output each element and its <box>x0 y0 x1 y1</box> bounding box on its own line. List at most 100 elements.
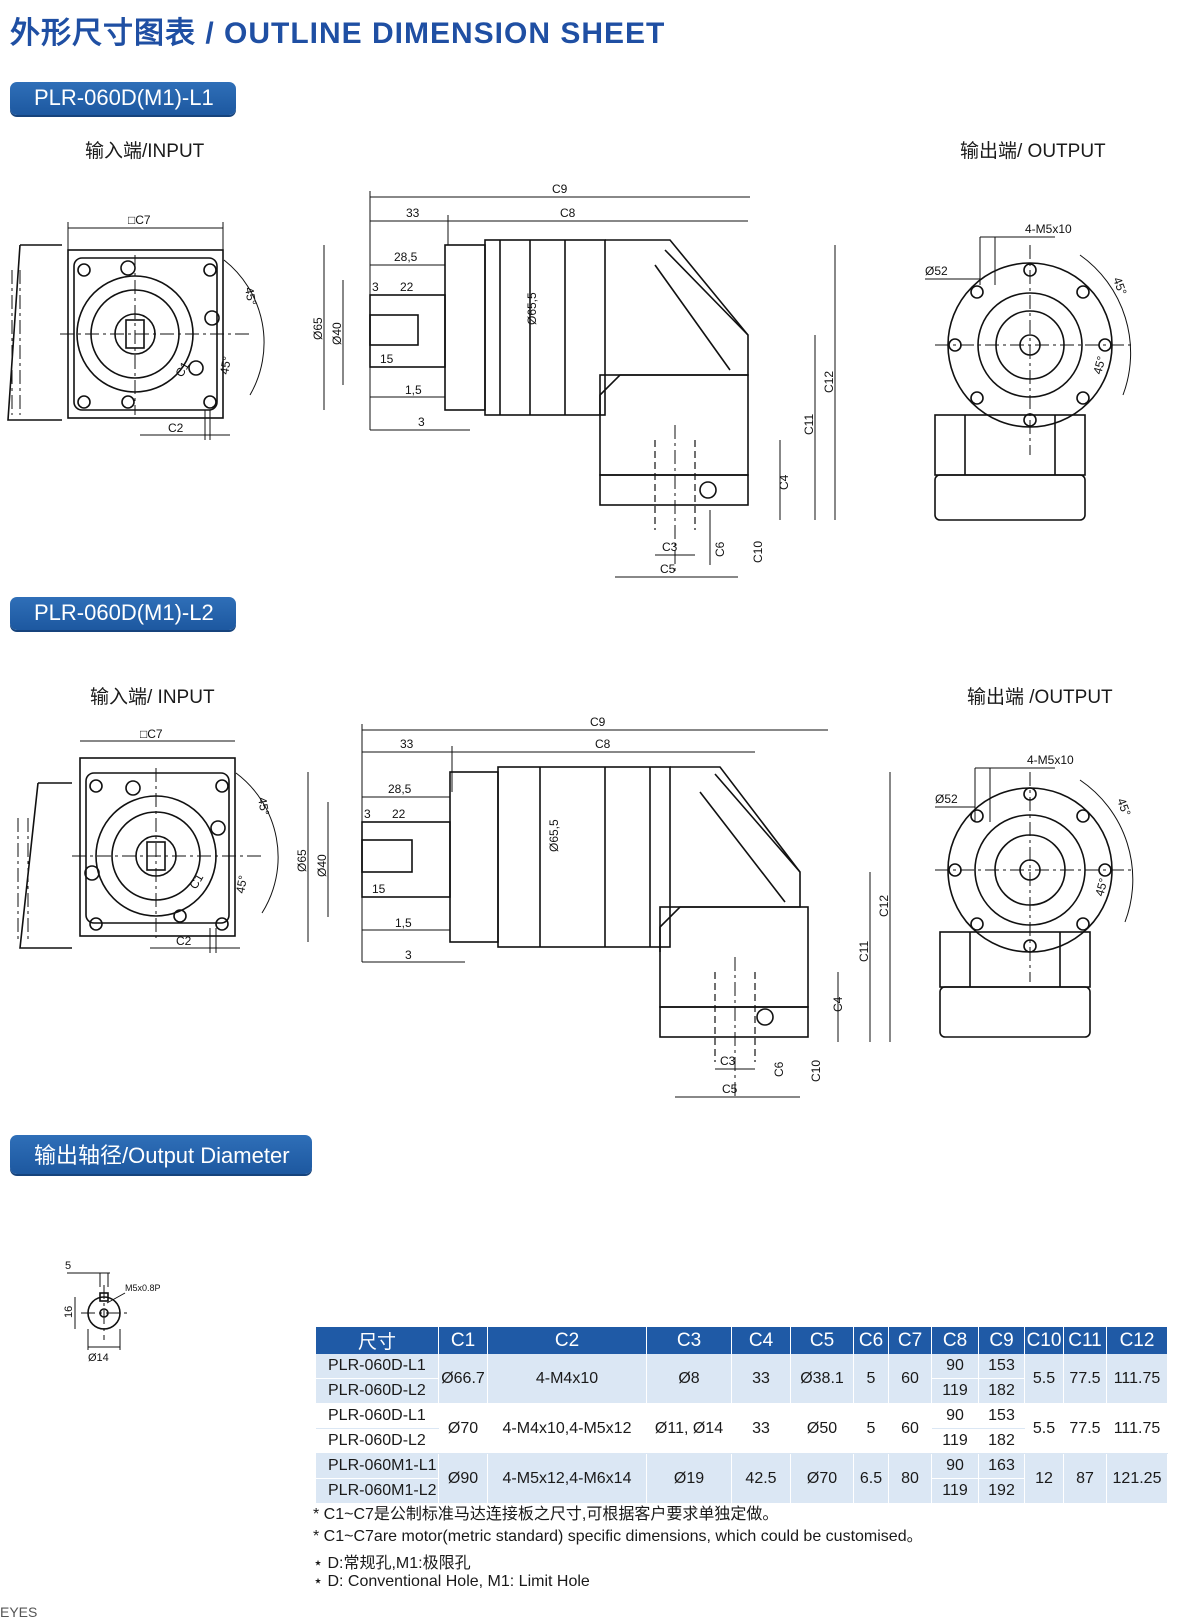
c2-cell: 4-M4x10,4-M5x12 <box>487 1403 647 1454</box>
c5-cell: Ø50 <box>790 1403 854 1454</box>
input-view-drawing-l1: □C7 45° 45° C1 C2 <box>7 213 265 440</box>
table-header: C7 <box>888 1327 932 1354</box>
input-label-l2: 输入端/ INPUT <box>90 687 215 708</box>
angle-45-bottom-l1: 45° <box>217 355 234 376</box>
section-tag-output-diameter: 输出轴径/Output Diameter <box>10 1135 312 1174</box>
dim-15-l2: 15 <box>372 882 386 896</box>
table-header: C3 <box>646 1327 732 1354</box>
c6-cell: 6.5 <box>853 1453 889 1504</box>
side-view-drawing-l1: C9 33 C8 28,5 3 22 15 1,5 3 Ø65 Ø40 Ø65,… <box>311 182 836 578</box>
model-tag-l2: PLR-060D(M1)-L2 <box>10 597 236 630</box>
dim-c6-l1: C6 <box>713 541 727 557</box>
table-header: C6 <box>853 1327 889 1354</box>
angle-45-bottom-out-l1: 45° <box>1090 354 1108 375</box>
c4-cell: 33 <box>731 1403 791 1454</box>
model-cell: PLR-060M1-L2 <box>316 1478 439 1504</box>
dim-c3-l1: C3 <box>662 540 678 554</box>
dim-16: 16 <box>63 1306 75 1318</box>
c3-cell: Ø8 <box>646 1354 732 1404</box>
angle-45-top-l1: 45° <box>242 286 259 306</box>
table-header: C11 <box>1063 1327 1107 1354</box>
input-label-l1: 输入端/INPUT <box>85 141 205 162</box>
model-tag-l1: PLR-060D(M1)-L1 <box>10 82 236 115</box>
dim-1-5-l1: 1,5 <box>405 383 422 397</box>
c10-cell: 5.5 <box>1024 1403 1064 1454</box>
angle-45-top-out-l1: 45° <box>1110 275 1129 297</box>
c9-cell: 153 <box>978 1354 1025 1379</box>
c9-cell: 192 <box>978 1478 1025 1504</box>
c1-cell: Ø66.7 <box>438 1354 488 1404</box>
dim-33-l1: 33 <box>406 206 420 220</box>
dim-c10-l2: C10 <box>809 1060 823 1082</box>
c1-cell: Ø70 <box>438 1403 488 1454</box>
c6-cell: 5 <box>853 1403 889 1454</box>
dim-c5-l2: C5 <box>722 1082 738 1096</box>
model-cell: PLR-060D-L1 <box>316 1403 439 1429</box>
dim-3a-l1: 3 <box>372 280 379 294</box>
output-label-l1: 输出端/ OUTPUT <box>960 141 1106 162</box>
c9-cell: 182 <box>978 1428 1025 1454</box>
table-row: PLR-060D-L1 Ø66.7 4-M4x10 Ø8 33 Ø38.1 5 … <box>316 1354 1168 1404</box>
angle-45-bottom-l2: 45° <box>233 874 250 895</box>
table-header-row: 尺寸 C1 C2 C3 C4 C5 C6 C7 C8 C9 C10 C11 C1… <box>316 1327 1168 1354</box>
table-header: C4 <box>731 1327 791 1354</box>
output-view-drawing-l2: 4-M5x10 Ø52 45° 45° <box>935 753 1135 1038</box>
table-row: PLR-060M1-L1 Ø90 4-M5x12,4-M6x14 Ø19 42.… <box>316 1453 1168 1504</box>
c9-cell: 182 <box>978 1378 1025 1404</box>
dim-3b-l2: 3 <box>405 948 412 962</box>
table-row: PLR-060M1-L2 119 192 <box>316 1478 1168 1504</box>
output-shaft-drawing: 5 M5x0.8P 16 Ø14 <box>63 1260 161 1364</box>
dim-c8-l2: C8 <box>595 737 611 751</box>
c8-cell: 90 <box>931 1354 979 1379</box>
dim-c10-l1: C10 <box>751 541 765 563</box>
dim-d52-l2: Ø52 <box>935 792 958 806</box>
dim-c7-l1: □C7 <box>128 213 151 227</box>
table-header: C12 <box>1106 1327 1168 1354</box>
dim-c9-l2: C9 <box>590 715 606 729</box>
dim-d40-l1: Ø40 <box>330 322 344 345</box>
dim-c1-l1: C1 <box>172 359 192 380</box>
dim-d14: Ø14 <box>88 1352 109 1364</box>
c1-cell: Ø90 <box>438 1453 488 1504</box>
dim-c9-l1: C9 <box>552 182 568 196</box>
table-row: PLR-060D-L1 Ø70 4-M4x10,4-M5x12 Ø11, Ø14… <box>316 1403 1168 1454</box>
c5-cell: Ø70 <box>790 1453 854 1504</box>
c12-cell: 111.75 <box>1106 1354 1168 1404</box>
dim-d65-5-l2: Ø65,5 <box>547 819 561 852</box>
table-header: C9 <box>978 1327 1025 1354</box>
dim-d65-l2: Ø65 <box>295 849 309 872</box>
c7-cell: 60 <box>888 1403 932 1454</box>
input-view-drawing-l2: □C7 45° 45° C1 C2 <box>17 727 279 953</box>
dim-c8-l1: C8 <box>560 206 576 220</box>
c2-cell: 4-M5x12,4-M6x14 <box>487 1453 647 1504</box>
dim-c1-l2: C1 <box>186 871 206 892</box>
dim-c2-l2: C2 <box>176 934 192 948</box>
note-line: * C1~C7是公制标准马达连接板之尺寸,可根据客户要求单独定做。 <box>313 1506 779 1523</box>
dim-15-l1: 15 <box>380 352 394 366</box>
angle-45-top-out-l2: 45° <box>1114 796 1133 818</box>
table-header: C10 <box>1024 1327 1064 1354</box>
c9-cell: 163 <box>978 1453 1025 1479</box>
c8-cell: 119 <box>931 1478 979 1504</box>
dim-c3-l2: C3 <box>720 1054 736 1068</box>
model-cell: PLR-060M1-L1 <box>316 1453 439 1479</box>
table-row: PLR-060D-L2 119 182 <box>316 1428 1168 1454</box>
table-header: 尺寸 <box>316 1327 439 1354</box>
dim-3b-l1: 3 <box>418 415 425 429</box>
c8-cell: 90 <box>931 1403 979 1429</box>
dim-c12-l1: C12 <box>822 371 836 393</box>
c10-cell: 12 <box>1024 1453 1064 1504</box>
angle-45-top-l2: 45° <box>255 796 272 817</box>
page-title: 外形尺寸图表 / OUTLINE DIMENSION SHEET <box>10 17 666 50</box>
note-line: ⋆ D: Conventional Hole, M1: Limit Hole <box>313 1573 590 1590</box>
dim-c5-l1: C5 <box>660 562 676 576</box>
dim-c11-l1: C11 <box>802 414 816 435</box>
model-cell: PLR-060D-L1 <box>316 1354 439 1379</box>
c4-cell: 33 <box>731 1354 791 1404</box>
model-cell: PLR-060D-L2 <box>316 1378 439 1404</box>
table-header: C1 <box>438 1327 488 1354</box>
bolt-label-l1: 4-M5x10 <box>1025 222 1072 236</box>
dim-28-5-l2: 28,5 <box>388 782 412 796</box>
dim-key-5: 5 <box>65 1260 71 1272</box>
c9-cell: 153 <box>978 1403 1025 1429</box>
